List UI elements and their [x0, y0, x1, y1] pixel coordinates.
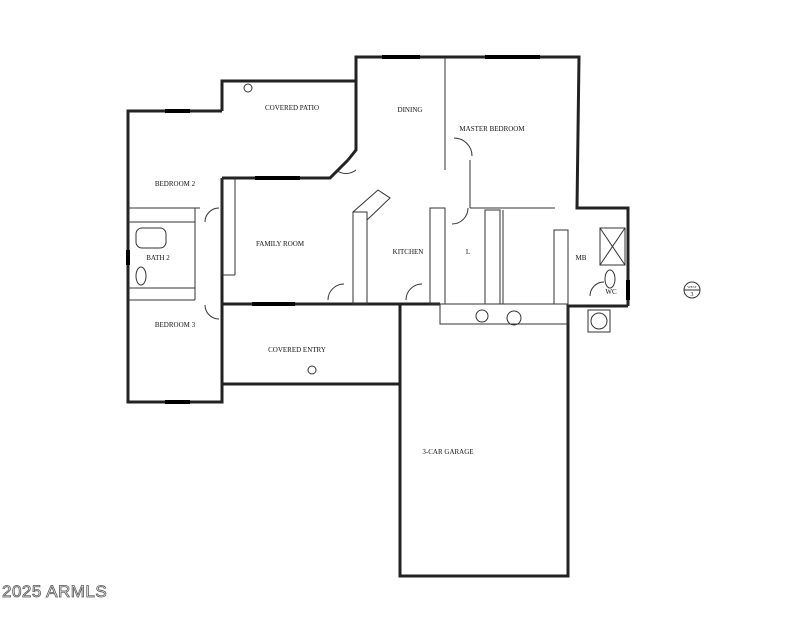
windows — [126, 55, 630, 404]
label-bath-2: BATH 2 — [146, 254, 170, 262]
compass-icon: WEST 3 — [683, 281, 701, 299]
label-family-room: FAMILY ROOM — [256, 240, 305, 248]
label-wc: WC — [605, 288, 617, 296]
compass-direction: WEST — [687, 285, 697, 289]
label-laundry: L — [466, 248, 470, 256]
label-kitchen: KITCHEN — [393, 248, 424, 256]
compass-number: 3 — [691, 292, 694, 298]
label-covered-entry: COVERED ENTRY — [268, 346, 326, 354]
label-bedroom-2: BEDROOM 2 — [155, 180, 196, 188]
label-covered-patio: COVERED PATIO — [265, 104, 319, 112]
doors — [204, 137, 605, 320]
label-bedroom-3: BEDROOM 3 — [155, 321, 196, 329]
walls — [126, 55, 630, 578]
label-garage: 3-CAR GARAGE — [422, 448, 473, 456]
label-master-bedroom: MASTER BEDROOM — [459, 125, 525, 133]
label-master-bath: MB — [576, 254, 587, 262]
watermark: 2025 ARMLS — [2, 582, 107, 601]
label-dining: DINING — [398, 106, 423, 114]
